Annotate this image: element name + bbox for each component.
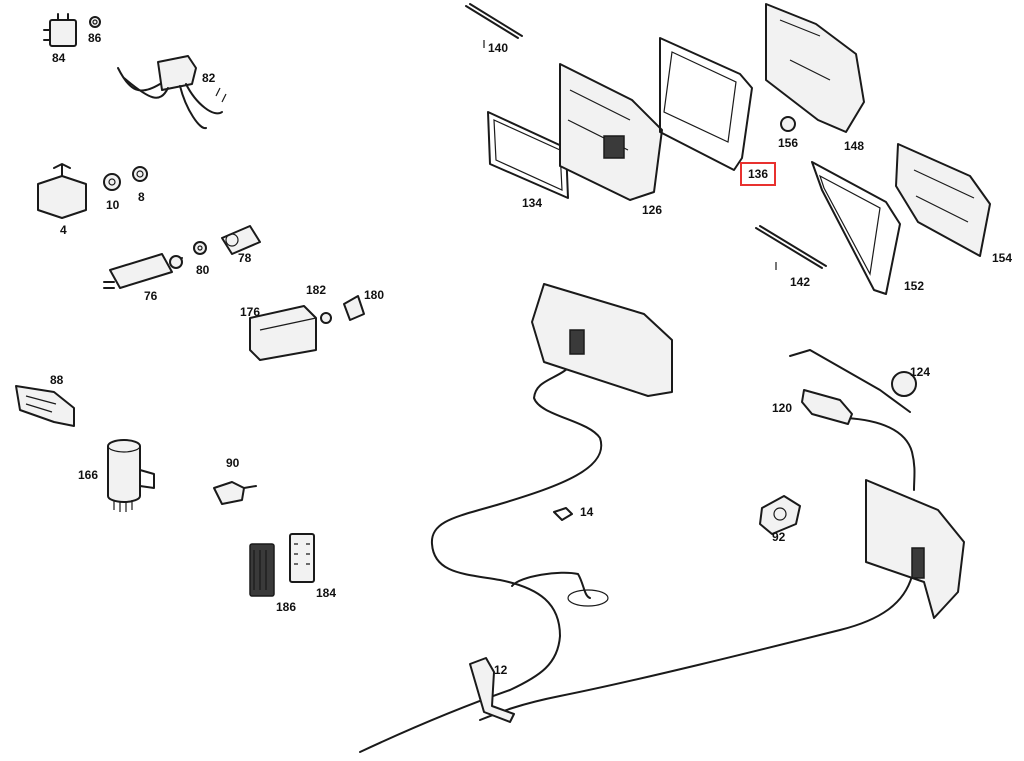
- part-90-bulb: [213, 481, 257, 505]
- part-82-switch: [117, 55, 227, 130]
- callout-180: 180: [364, 288, 385, 302]
- part-120-license-lamp: [789, 349, 911, 425]
- part-rear-lamp-upper: [531, 283, 673, 397]
- callout-90: 90: [226, 456, 240, 470]
- callout-78: 78: [238, 251, 252, 265]
- part-156-bulb: [780, 116, 796, 132]
- callout-92: 92: [772, 530, 786, 544]
- callout-156: 156: [778, 136, 799, 150]
- part-4-relay: [37, 163, 87, 219]
- callout-186: 186: [276, 600, 297, 614]
- callout-82: 82: [202, 71, 216, 85]
- part-76-socket: [103, 253, 183, 289]
- part-186-connector: [249, 543, 275, 597]
- part-182-washer: [320, 312, 332, 324]
- part-148-housing: [765, 3, 865, 133]
- part-8-nut: [132, 166, 148, 182]
- callout-10: 10: [106, 198, 120, 212]
- callout-8: 8: [138, 190, 145, 204]
- callout-80: 80: [196, 263, 210, 277]
- callout-140: 140: [488, 41, 509, 55]
- part-136-frame: [659, 37, 753, 171]
- part-142-strip: [755, 225, 827, 270]
- callout-182: 182: [306, 283, 327, 297]
- part-rear-lamp-lower: [865, 479, 965, 619]
- callout-154: 154: [992, 251, 1013, 265]
- callout-142: 142: [790, 275, 811, 289]
- part-124-bulb: [891, 371, 917, 397]
- callout-148: 148: [844, 139, 865, 153]
- callout-176: 176: [240, 305, 261, 319]
- part-80-washer: [193, 241, 207, 255]
- callout-4: 4: [60, 223, 67, 237]
- part-184-connector: [289, 533, 315, 583]
- callout-12: 12: [494, 663, 508, 677]
- part-134-gasket: [487, 111, 569, 199]
- part-176-module: [249, 305, 317, 361]
- part-12-bracket: [469, 657, 515, 723]
- part-166-flasher: [107, 439, 155, 512]
- callout-76: 76: [144, 289, 158, 303]
- part-140-strip: [465, 3, 523, 48]
- part-92-socket: [759, 495, 801, 535]
- wiring-harness: [359, 361, 916, 753]
- part-152-frame: [811, 161, 901, 295]
- part-10-washer: [103, 173, 121, 191]
- callout-86: 86: [88, 31, 102, 45]
- callout-88: 88: [50, 373, 64, 387]
- part-88-bracket: [15, 385, 75, 427]
- part-78-holder: [221, 225, 261, 255]
- part-84-connector: [43, 13, 77, 47]
- callout-136[interactable]: 136: [739, 162, 777, 186]
- callout-14: 14: [580, 505, 594, 519]
- part-126-housing: [559, 63, 663, 201]
- part-180-cap: [343, 295, 365, 321]
- callout-134: 134: [522, 196, 543, 210]
- callout-124: 124: [910, 365, 931, 379]
- callout-152: 152: [904, 279, 925, 293]
- callout-184: 184: [316, 586, 337, 600]
- part-154-lens: [895, 143, 991, 257]
- part-86-nut: [89, 16, 101, 28]
- callout-166: 166: [78, 468, 99, 482]
- callout-84: 84: [52, 51, 66, 65]
- part-14-clip: [553, 507, 573, 521]
- callout-126: 126: [642, 203, 663, 217]
- callout-120: 120: [772, 401, 793, 415]
